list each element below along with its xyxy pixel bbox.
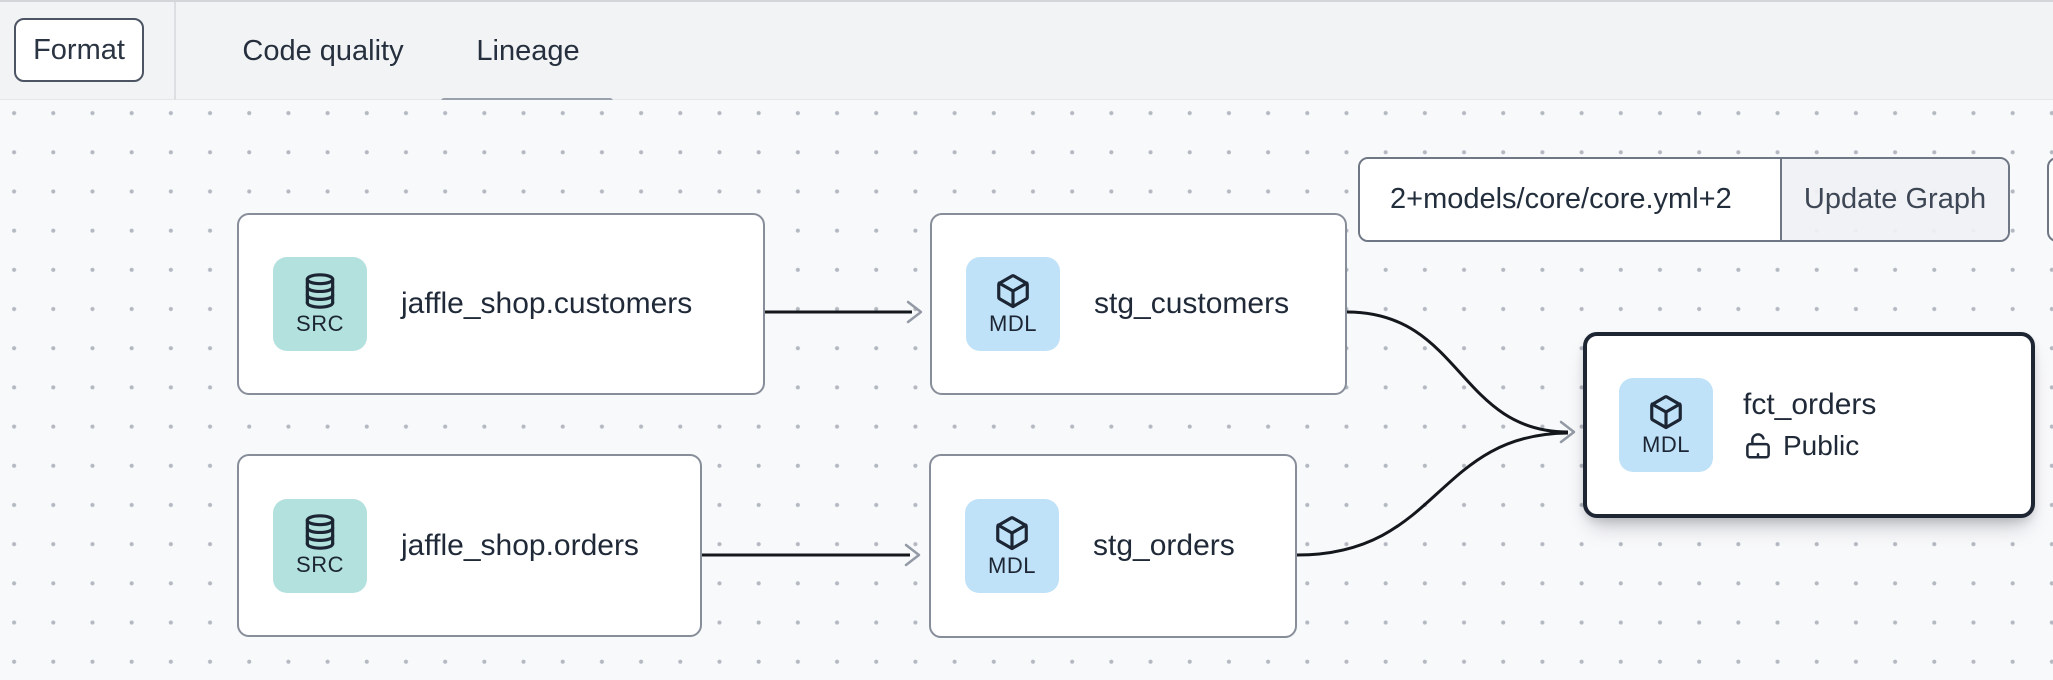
toolbar-partial-button[interactable]: [2047, 157, 2053, 242]
model-badge: MDL: [965, 499, 1059, 593]
node-label: stg_customers: [1094, 287, 1290, 320]
tab-code-quality[interactable]: Code quality: [228, 2, 418, 100]
editor-toolbar: Format Code quality Lineage: [0, 0, 2053, 104]
tab-lineage-label: Lineage: [476, 34, 580, 67]
node-jaffle-shop-orders[interactable]: SRC jaffle_shop.orders: [237, 454, 702, 637]
tab-code-quality-label: Code quality: [242, 34, 404, 67]
node-label: stg_orders: [1093, 529, 1235, 562]
badge-type-label: MDL: [989, 310, 1037, 336]
source-badge: SRC: [273, 498, 367, 593]
badge-type-label: SRC: [296, 310, 344, 336]
source-badge: SRC: [273, 257, 367, 351]
arrowhead-icon: [904, 543, 921, 567]
model-badge: MDL: [966, 257, 1060, 351]
cube-icon: [996, 515, 1028, 550]
node-fct-orders[interactable]: MDL fct_orders Public: [1583, 332, 2035, 518]
header-divider: [174, 2, 176, 100]
node-label: fct_orders: [1743, 388, 1877, 421]
edge-stg-customers-fct-orders: [1346, 310, 1569, 434]
lineage-canvas[interactable]: SRC jaffle_shop.customers MDL stg_custom…: [0, 100, 2053, 680]
edge-stg-orders-fct-orders: [1296, 431, 1569, 557]
database-icon: [305, 514, 335, 550]
node-label: jaffle_shop.customers: [401, 287, 693, 320]
model-badge: MDL: [1619, 378, 1713, 472]
access-row: Public: [1743, 430, 1876, 462]
arrowhead-icon: [906, 300, 923, 324]
node-jaffle-shop-customers[interactable]: SRC jaffle_shop.customers: [237, 213, 765, 395]
badge-type-label: MDL: [1642, 431, 1690, 457]
cube-icon: [997, 273, 1029, 308]
badge-type-label: MDL: [988, 552, 1036, 578]
unlock-icon: [1746, 433, 1770, 459]
access-label: Public: [1783, 430, 1860, 461]
graph-selector-input[interactable]: 2+models/core/core.yml+2: [1360, 159, 1780, 240]
arrowhead-icon: [1559, 420, 1576, 444]
cube-icon: [1650, 394, 1682, 429]
badge-type-label: SRC: [296, 552, 344, 577]
format-button[interactable]: Format: [14, 18, 144, 82]
node-label: jaffle_shop.orders: [401, 528, 639, 562]
node-stg-orders[interactable]: MDL stg_orders: [929, 454, 1297, 638]
node-stg-customers[interactable]: MDL stg_customers: [930, 213, 1347, 395]
graph-selector-group: 2+models/core/core.yml+2 Update Graph: [1358, 157, 2010, 242]
update-graph-button[interactable]: Update Graph: [1780, 159, 2008, 240]
database-icon: [305, 272, 335, 309]
tab-lineage[interactable]: Lineage: [438, 2, 618, 104]
